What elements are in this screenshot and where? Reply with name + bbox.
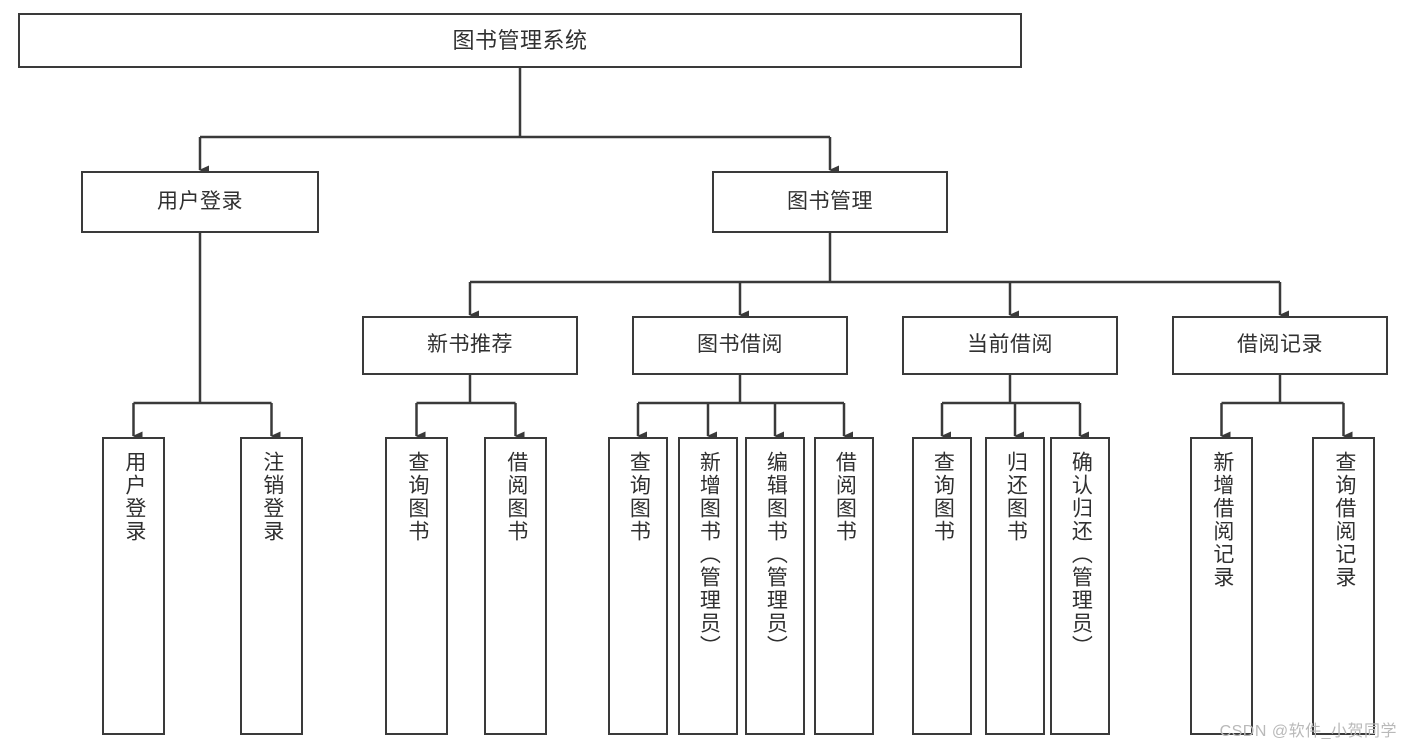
node-label-leaf-bb-query: 查询图书 [627,451,651,543]
node-label-leaf-rec-query: 查询图书 [405,451,429,543]
node-label-leaf-bb-edit: 编辑图书（管理员） [764,451,788,658]
watermark-label: CSDN @软件_小贺同学 [1219,723,1397,740]
node-label-leaf-bb-borrow: 借阅图书 [833,451,857,543]
node-leaf-bb-edit[interactable]: 编辑图书（管理员） [745,437,805,735]
node-label-leaf-cb-confirm: 确认归还（管理员） [1069,451,1093,658]
node-label-leaf-rec-borrow: 借阅图书 [504,451,528,543]
node-user-login[interactable]: 用户登录 [81,171,319,233]
node-label-leaf-user-logout: 注销登录 [260,451,284,543]
node-leaf-cb-confirm[interactable]: 确认归还（管理员） [1050,437,1110,735]
node-label-current-borrow: 当前借阅 [967,333,1053,357]
node-label-leaf-br-query: 查询借阅记录 [1332,451,1356,589]
node-book-borrow[interactable]: 图书借阅 [632,316,848,375]
node-label-user-login: 用户登录 [157,189,243,213]
node-current-borrow[interactable]: 当前借阅 [902,316,1118,375]
node-book-manage[interactable]: 图书管理 [712,171,948,233]
node-leaf-cb-query[interactable]: 查询图书 [912,437,972,735]
node-leaf-bb-query[interactable]: 查询图书 [608,437,668,735]
node-leaf-br-add[interactable]: 新增借阅记录 [1190,437,1253,735]
node-leaf-bb-add[interactable]: 新增图书（管理员） [678,437,738,735]
node-label-leaf-br-add: 新增借阅记录 [1210,451,1234,589]
node-label-new-book-rec: 新书推荐 [427,333,513,357]
node-label-leaf-cb-query: 查询图书 [931,451,955,543]
node-label-book-manage: 图书管理 [787,189,873,213]
node-label-borrow-record: 借阅记录 [1237,333,1323,357]
node-root[interactable]: 图书管理系统 [18,13,1022,68]
node-label-leaf-bb-add: 新增图书（管理员） [697,451,721,658]
node-label-leaf-cb-return: 归还图书 [1004,451,1028,543]
node-leaf-rec-query[interactable]: 查询图书 [385,437,448,735]
node-label-leaf-user-login: 用户登录 [122,451,146,543]
edges [132,68,1353,441]
node-leaf-br-query[interactable]: 查询借阅记录 [1312,437,1375,735]
node-label-root: 图书管理系统 [452,27,588,53]
node-leaf-user-logout[interactable]: 注销登录 [240,437,303,735]
node-leaf-user-login[interactable]: 用户登录 [102,437,165,735]
node-leaf-rec-borrow[interactable]: 借阅图书 [484,437,547,735]
node-label-book-borrow: 图书借阅 [697,333,783,357]
node-leaf-bb-borrow[interactable]: 借阅图书 [814,437,874,735]
node-leaf-cb-return[interactable]: 归还图书 [985,437,1045,735]
node-new-book-rec[interactable]: 新书推荐 [362,316,578,375]
node-borrow-record[interactable]: 借阅记录 [1172,316,1388,375]
